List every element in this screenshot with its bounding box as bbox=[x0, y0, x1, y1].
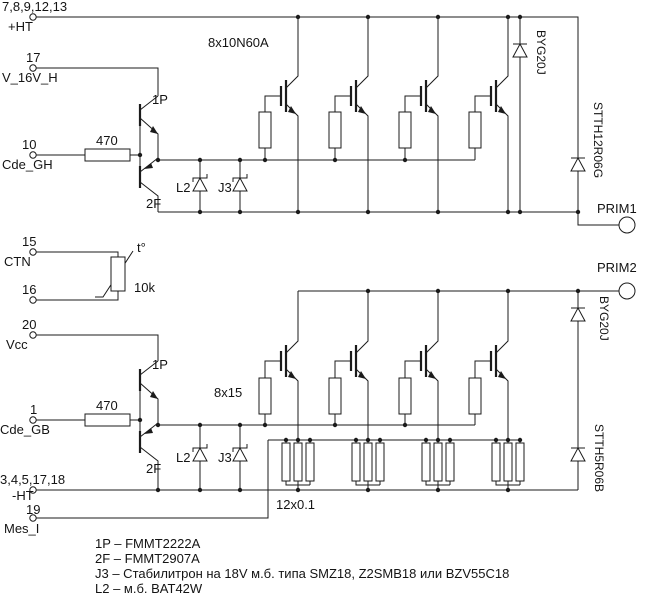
diode-stth5r06b bbox=[570, 446, 586, 462]
zener-l2-top bbox=[192, 174, 208, 192]
label-l2-bottom: L2 bbox=[176, 450, 190, 465]
igbt-bottom-4 bbox=[468, 291, 509, 440]
pin-number-cde-gb: 1 bbox=[30, 402, 37, 417]
label-j3-top: J3 bbox=[218, 180, 232, 195]
label-prim2: PRIM2 bbox=[597, 260, 637, 275]
pin-numbers-ht-minus: 3,4,5,17,18 bbox=[0, 472, 65, 487]
label-stth12r06g: STTH12R06G bbox=[591, 102, 605, 178]
shunt-bank-1 bbox=[281, 440, 315, 490]
zener-j3-bottom bbox=[232, 444, 248, 462]
terminal-mes-i bbox=[29, 514, 37, 522]
legend-line-1: 1P – FMMT2222A bbox=[95, 536, 201, 551]
pin-number-cde-gh: 10 bbox=[22, 137, 36, 152]
label-ntc-value: 10k bbox=[134, 280, 155, 295]
gate-resistor bbox=[328, 377, 342, 415]
pin-number-vcc: 20 bbox=[22, 317, 36, 332]
zener-l2-bottom bbox=[192, 444, 208, 462]
pin-number-mes-i: 19 bbox=[26, 502, 40, 517]
pin-name-ht-minus: -HT bbox=[12, 488, 34, 503]
label-j3-bottom: J3 bbox=[218, 450, 232, 465]
igbt-top-3 bbox=[398, 17, 439, 212]
label-byg20j-bottom: BYG20J bbox=[597, 296, 611, 341]
gate-resistor bbox=[398, 111, 412, 149]
igbt-bottom-1 bbox=[258, 291, 299, 440]
pin-name-cde-gb: Cde_GB bbox=[0, 422, 50, 437]
label-12x01: 12x0.1 bbox=[276, 497, 315, 512]
igbt-top-4 bbox=[468, 17, 509, 212]
gate-resistor bbox=[468, 111, 482, 149]
pin-name-ht-plus: +HT bbox=[8, 19, 33, 34]
driver-stage-top bbox=[36, 67, 159, 212]
diode-byg20j-bottom bbox=[570, 306, 586, 322]
labels: 7,8,9,12,13 +HT 17 V_16V_H 10 Cde_GH 15 … bbox=[0, 0, 637, 596]
pin-numbers-ht-plus: 7,8,9,12,13 bbox=[2, 0, 67, 14]
terminal-vcc bbox=[29, 331, 37, 339]
terminal-ctn-15 bbox=[29, 248, 37, 256]
label-prim1: PRIM1 bbox=[597, 201, 637, 216]
label-2f-bottom: 2F bbox=[146, 461, 161, 476]
shunt-bank-2 bbox=[351, 440, 385, 490]
igbt-top-1 bbox=[258, 17, 299, 212]
pin-name-v16: V_16V_H bbox=[2, 70, 58, 85]
label-8x15: 8x15 bbox=[214, 385, 242, 400]
base-resistor-470-bottom bbox=[84, 413, 131, 427]
label-1p-bottom: 1P bbox=[152, 357, 168, 372]
label-r470-bottom: 470 bbox=[96, 398, 118, 413]
pnp-emitter-arrow bbox=[144, 163, 153, 169]
prim1-terminal bbox=[618, 216, 636, 234]
pin-terminals bbox=[29, 13, 37, 522]
zener-j3-top bbox=[232, 174, 248, 192]
label-1p-top: 1P bbox=[152, 92, 168, 107]
npn-emitter-arrow bbox=[150, 126, 158, 134]
label-byg20j-top: BYG20J bbox=[534, 30, 548, 75]
igbt-top-2 bbox=[328, 17, 369, 212]
pin-number-ctn-top: 15 bbox=[22, 234, 36, 249]
pin-name-cde-gh: Cde_GH bbox=[2, 157, 53, 172]
gate-resistor bbox=[258, 111, 272, 149]
pin-number-v16: 17 bbox=[26, 50, 40, 65]
pin-name-ctn: CTN bbox=[4, 254, 31, 269]
pin-name-mes-i: Mes_I bbox=[4, 521, 39, 536]
terminal-ht-plus bbox=[29, 13, 37, 21]
base-resistor-470-top bbox=[84, 148, 131, 162]
gate-resistor bbox=[258, 377, 272, 415]
pin-number-ctn-bottom: 16 bbox=[22, 282, 36, 297]
legend-line-3: J3 – Стабилитрон на 18V м.б. типа SMZ18,… bbox=[95, 566, 509, 581]
driver-stage-bottom bbox=[36, 334, 159, 490]
legend-line-2: 2F – FMMT2907A bbox=[95, 551, 200, 566]
junction-dots bbox=[137, 14, 581, 493]
ntc-body bbox=[110, 256, 126, 292]
label-igbt-array: 8x10N60A bbox=[208, 35, 269, 50]
igbt-bottom-3 bbox=[398, 291, 439, 440]
shunt-bank-3 bbox=[421, 440, 455, 490]
ntc-thermistor bbox=[36, 250, 134, 301]
terminal-ht-minus bbox=[29, 486, 37, 494]
diode-byg20j-top bbox=[512, 42, 528, 58]
legend-line-4: L2 – м.б. BAT42W bbox=[95, 581, 203, 596]
label-r470-top: 470 bbox=[96, 133, 118, 148]
diode-stth12r06g bbox=[570, 156, 586, 172]
label-stth5r06b: STTH5R06B bbox=[592, 424, 606, 492]
label-l2-top: L2 bbox=[176, 180, 190, 195]
terminal-ctn-16 bbox=[29, 296, 37, 304]
prim2-terminal bbox=[618, 282, 636, 300]
label-ntc-temp: t° bbox=[137, 240, 146, 255]
shunt-bank-4 bbox=[491, 440, 525, 490]
pin-name-vcc: Vcc bbox=[6, 337, 28, 352]
label-2f-top: 2F bbox=[146, 196, 161, 211]
gate-resistor bbox=[328, 111, 342, 149]
gate-resistor bbox=[398, 377, 412, 415]
npn-emitter-arrow bbox=[150, 391, 158, 399]
igbt-bottom-2 bbox=[328, 291, 369, 440]
gate-resistor bbox=[468, 377, 482, 415]
pnp-emitter-arrow bbox=[144, 428, 153, 434]
